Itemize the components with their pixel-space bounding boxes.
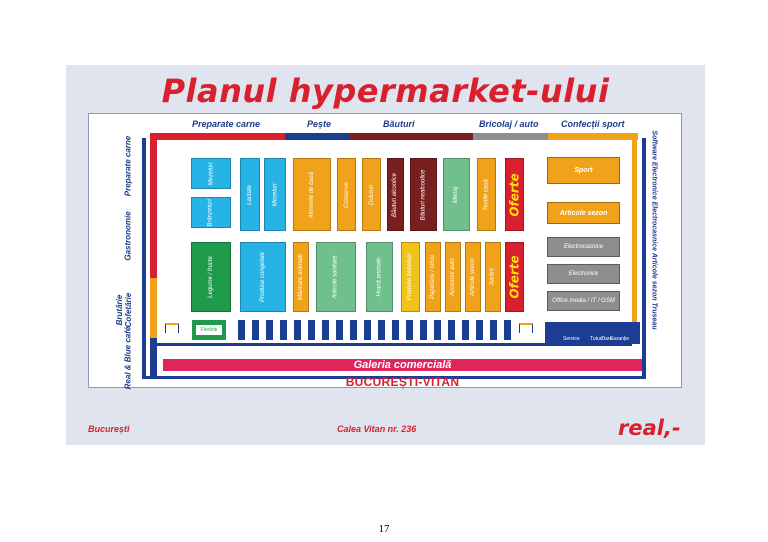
dept-articole-sezon-small[interactable]: Articole sezon [465, 242, 481, 312]
dept-jucarii[interactable]: Jucării [485, 242, 501, 312]
dept-hrana-animale[interactable]: Hrană animale [366, 242, 393, 312]
left-section-preparate-carne: Preparate carne [123, 135, 133, 197]
top-section-bricolaj-auto: Bricolaj / auto [479, 119, 539, 129]
dept-produse-bebelusi[interactable]: Produse bebeluși [401, 242, 420, 312]
dept-dulciuri[interactable]: Dulciuri [362, 158, 381, 231]
footer-city: București [88, 424, 130, 434]
checkout-counter [448, 320, 455, 340]
services-strip [545, 322, 640, 344]
location-name: BUCUREȘTI-VITAN [345, 375, 460, 389]
dept-bauturi-nealcoolice[interactable]: Băuturi nealcoolice [410, 158, 437, 231]
checkout-counter [336, 320, 343, 340]
checkout-counter [392, 320, 399, 340]
checkout-counter [476, 320, 483, 340]
dept-mezeluri-2[interactable]: Mezeluri [264, 158, 286, 231]
dept-oferte-2[interactable]: Oferte [505, 242, 524, 312]
dept-florarie: Florărie [196, 325, 222, 335]
checkout-counter [364, 320, 371, 340]
dept-bauturi-alcoolice[interactable]: Băuturi alcoolice [387, 158, 404, 231]
dept-branzeturi[interactable]: Brânzeturi [191, 197, 231, 228]
checkout-counter [238, 320, 245, 340]
checkout-counter [294, 320, 301, 340]
dept-mezeluri[interactable]: Mezeluri [191, 158, 231, 189]
wall-top-gray [473, 133, 548, 140]
dept-electrocasnice[interactable]: Electrocasnice [547, 237, 620, 257]
dept-articole-sezon[interactable]: Articole sezon [547, 202, 620, 224]
dept-oferte-1[interactable]: Oferte [505, 158, 524, 231]
top-section-preparate-carne: Preparate carne [192, 119, 261, 129]
wall-top-brown [350, 133, 473, 140]
entrance-right-icon [519, 323, 533, 333]
checkout-counter [434, 320, 441, 340]
checkout-counter [406, 320, 413, 340]
outer-wall-left [142, 138, 146, 378]
dept-sport[interactable]: Sport [547, 157, 620, 184]
right-section-label: Software Electronice Electrocasnice Arti… [650, 130, 658, 330]
checkout-line-wall [157, 343, 632, 346]
wall-top-blue [285, 133, 350, 140]
service-label: Service [563, 336, 580, 342]
dept-electronice[interactable]: Electronice [547, 264, 620, 284]
top-section-peste: Pește [307, 119, 332, 129]
tutun-label: Tutun [590, 336, 603, 342]
real-logo: real,- [618, 416, 681, 440]
footer-address: Calea Vitan nr. 236 [337, 424, 417, 434]
dept-articole-sanitare[interactable]: Articole sanitare [316, 242, 356, 312]
dept-papetarie-birou[interactable]: Papetărie / birou [425, 242, 441, 312]
wall-left-blue [150, 338, 157, 378]
checkout-counter [266, 320, 273, 340]
left-section-real-blue-cafe: Real & Blue café [123, 326, 133, 390]
top-section-bauturi: Băuturi [383, 119, 415, 129]
outer-wall-right [642, 138, 646, 378]
garantie-label: Garanție [610, 336, 630, 342]
page-number: 17 [378, 523, 390, 535]
checkout-counter [252, 320, 259, 340]
dept-accesorii-auto[interactable]: Accesorii auto [445, 242, 461, 312]
checkout-counter [322, 320, 329, 340]
plan-title: Planul hypermarket-ului [161, 72, 610, 110]
dept-textile-casa[interactable]: Textile casă [477, 158, 496, 231]
dept-produse-congelate[interactable]: Produse congelate [240, 242, 286, 312]
galeria-comerciala-banner: Galeria comercială [163, 359, 642, 371]
checkout-counter [504, 320, 511, 340]
wall-right-orange [632, 133, 637, 343]
outer-wall-bottom [142, 376, 646, 379]
wall-left-orange [150, 278, 157, 338]
checkout-counter [308, 320, 315, 340]
wall-top-red [150, 133, 285, 140]
left-section-gastronomie: Gastronomie [123, 211, 133, 261]
dept-menaj[interactable]: Menaj [443, 158, 470, 231]
dept-office-media[interactable]: Office media / IT / GSM [547, 291, 620, 311]
ziare-label: Ziare [601, 336, 613, 342]
wall-left-red [150, 133, 157, 278]
checkout-counter [420, 320, 427, 340]
checkout-counter [280, 320, 287, 340]
dept-conserve[interactable]: Conserve [337, 158, 356, 231]
dept-mancare-animale[interactable]: Mâncare animale [293, 242, 309, 312]
checkout-counter [378, 320, 385, 340]
checkout-counter [490, 320, 497, 340]
checkout-counter [462, 320, 469, 340]
dept-lactate[interactable]: Lactate [240, 158, 260, 231]
wall-top-orange [548, 133, 638, 140]
entrance-left-icon [165, 323, 179, 333]
dept-alimente-de-baza[interactable]: Alimente de bază [293, 158, 331, 231]
checkout-counter [350, 320, 357, 340]
top-section-confectii-sport: Confecții sport [561, 119, 625, 129]
dept-legume-fructe[interactable]: Legume / fructe [191, 242, 231, 312]
